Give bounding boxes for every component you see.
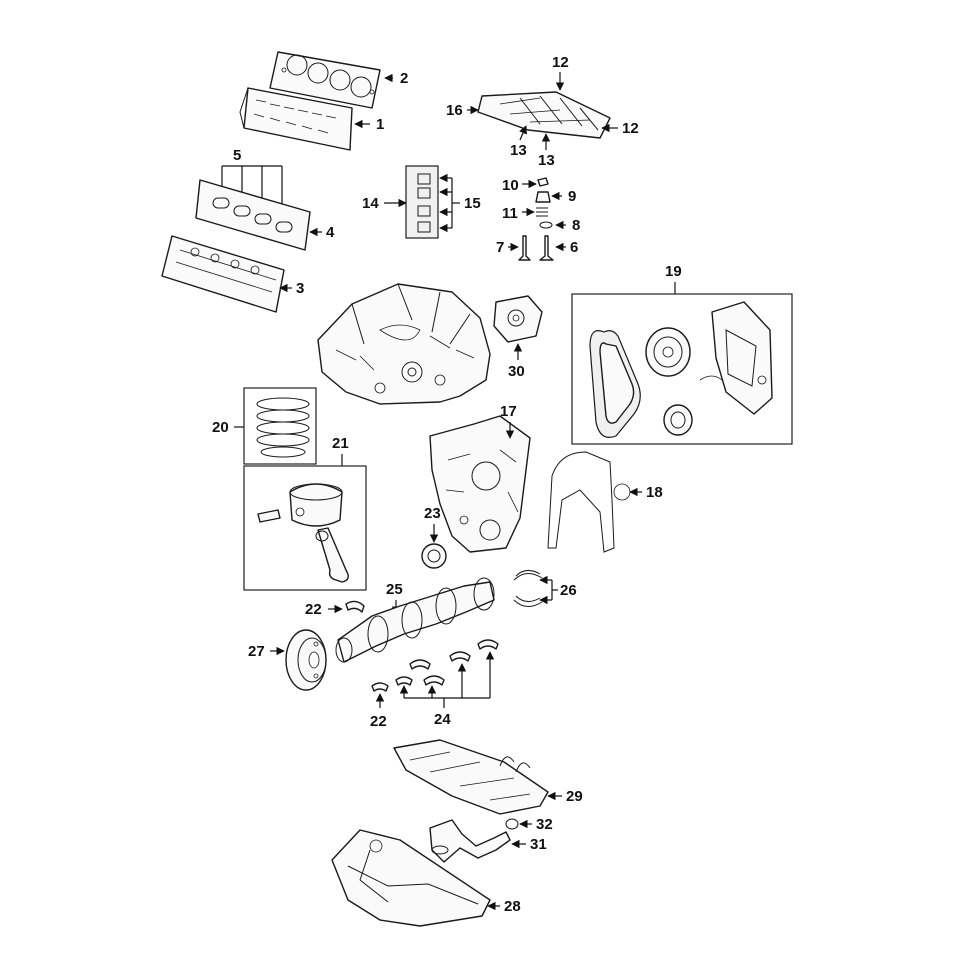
callout-30: 30 (508, 363, 525, 380)
windage-tray (393, 739, 549, 815)
main-bearings (395, 639, 499, 686)
piston (289, 483, 343, 527)
cam-sprocket (645, 327, 691, 377)
callout-13-right: 13 (538, 152, 555, 169)
callout-1: 1 (376, 116, 384, 133)
callout-29: 29 (566, 788, 583, 805)
callout-18: 18 (646, 484, 663, 501)
timing-cover-gasket (547, 451, 631, 553)
callout-6: 6 (570, 239, 578, 256)
callout-16: 16 (446, 102, 463, 119)
timing-kit-box (571, 293, 793, 445)
rod-bearing-lower (371, 682, 389, 692)
oil-pickup-tube (429, 819, 511, 863)
callout-32: 32 (536, 816, 553, 833)
callout-26: 26 (560, 582, 577, 599)
callout-22-top: 22 (305, 601, 322, 618)
piston-rod-box (243, 465, 367, 591)
valve-stem-seal (539, 221, 553, 229)
valve-spring-retainer (535, 191, 551, 203)
callout-9: 9 (568, 188, 576, 205)
callout-7: 7 (496, 239, 504, 256)
callout-3: 3 (296, 280, 304, 297)
callout-4: 4 (326, 224, 335, 241)
callout-27: 27 (248, 643, 265, 660)
callout-12-top: 12 (552, 54, 569, 71)
piston-rings-box (243, 387, 317, 465)
timing-cover (429, 415, 531, 553)
connecting-rod (315, 527, 349, 583)
thrust-washers (513, 570, 543, 607)
oil-pan (331, 829, 491, 927)
engine-block (317, 283, 491, 405)
callout-11: 11 (502, 205, 518, 222)
callout-28: 28 (504, 898, 521, 915)
callout-13-left: 13 (510, 142, 527, 159)
valve-spring (536, 207, 548, 217)
crank-sprocket (663, 404, 693, 436)
callout-10: 10 (502, 177, 519, 194)
intake-valve (539, 235, 554, 261)
callout-8: 8 (572, 217, 580, 234)
callout-2: 2 (400, 70, 408, 87)
callout-22-bottom: 22 (370, 713, 387, 730)
valve-cover-gasket (195, 179, 311, 251)
callout-24: 24 (434, 711, 451, 728)
valve-cover (161, 235, 285, 313)
chain-tensioner-guide (699, 301, 773, 415)
callout-23: 23 (424, 505, 441, 522)
callout-15: 15 (464, 195, 481, 212)
cylinder-head (239, 87, 353, 151)
rod-bearing-upper (345, 600, 365, 613)
front-crank-seal (421, 543, 447, 569)
callout-17: 17 (500, 403, 517, 420)
ignition-coils (405, 165, 439, 239)
timing-chain (589, 330, 641, 438)
exhaust-valve (518, 235, 531, 261)
cylinder-head-gasket (269, 51, 381, 109)
callout-21: 21 (332, 435, 349, 452)
callout-14: 14 (362, 195, 379, 212)
piston-rings (256, 397, 310, 458)
harmonic-balancer (285, 629, 327, 691)
piston-pin (257, 509, 281, 523)
callout-19: 19 (665, 263, 682, 280)
oil-pump (493, 295, 543, 343)
callout-5: 5 (233, 147, 241, 164)
callout-20: 20 (212, 419, 229, 436)
intake-manifold (477, 91, 611, 139)
callout-25: 25 (386, 581, 403, 598)
callout-12-right: 12 (622, 120, 639, 137)
valve-keepers (537, 177, 549, 187)
callout-31: 31 (530, 836, 547, 853)
pickup-o-ring (505, 818, 519, 830)
crankshaft (335, 577, 495, 663)
